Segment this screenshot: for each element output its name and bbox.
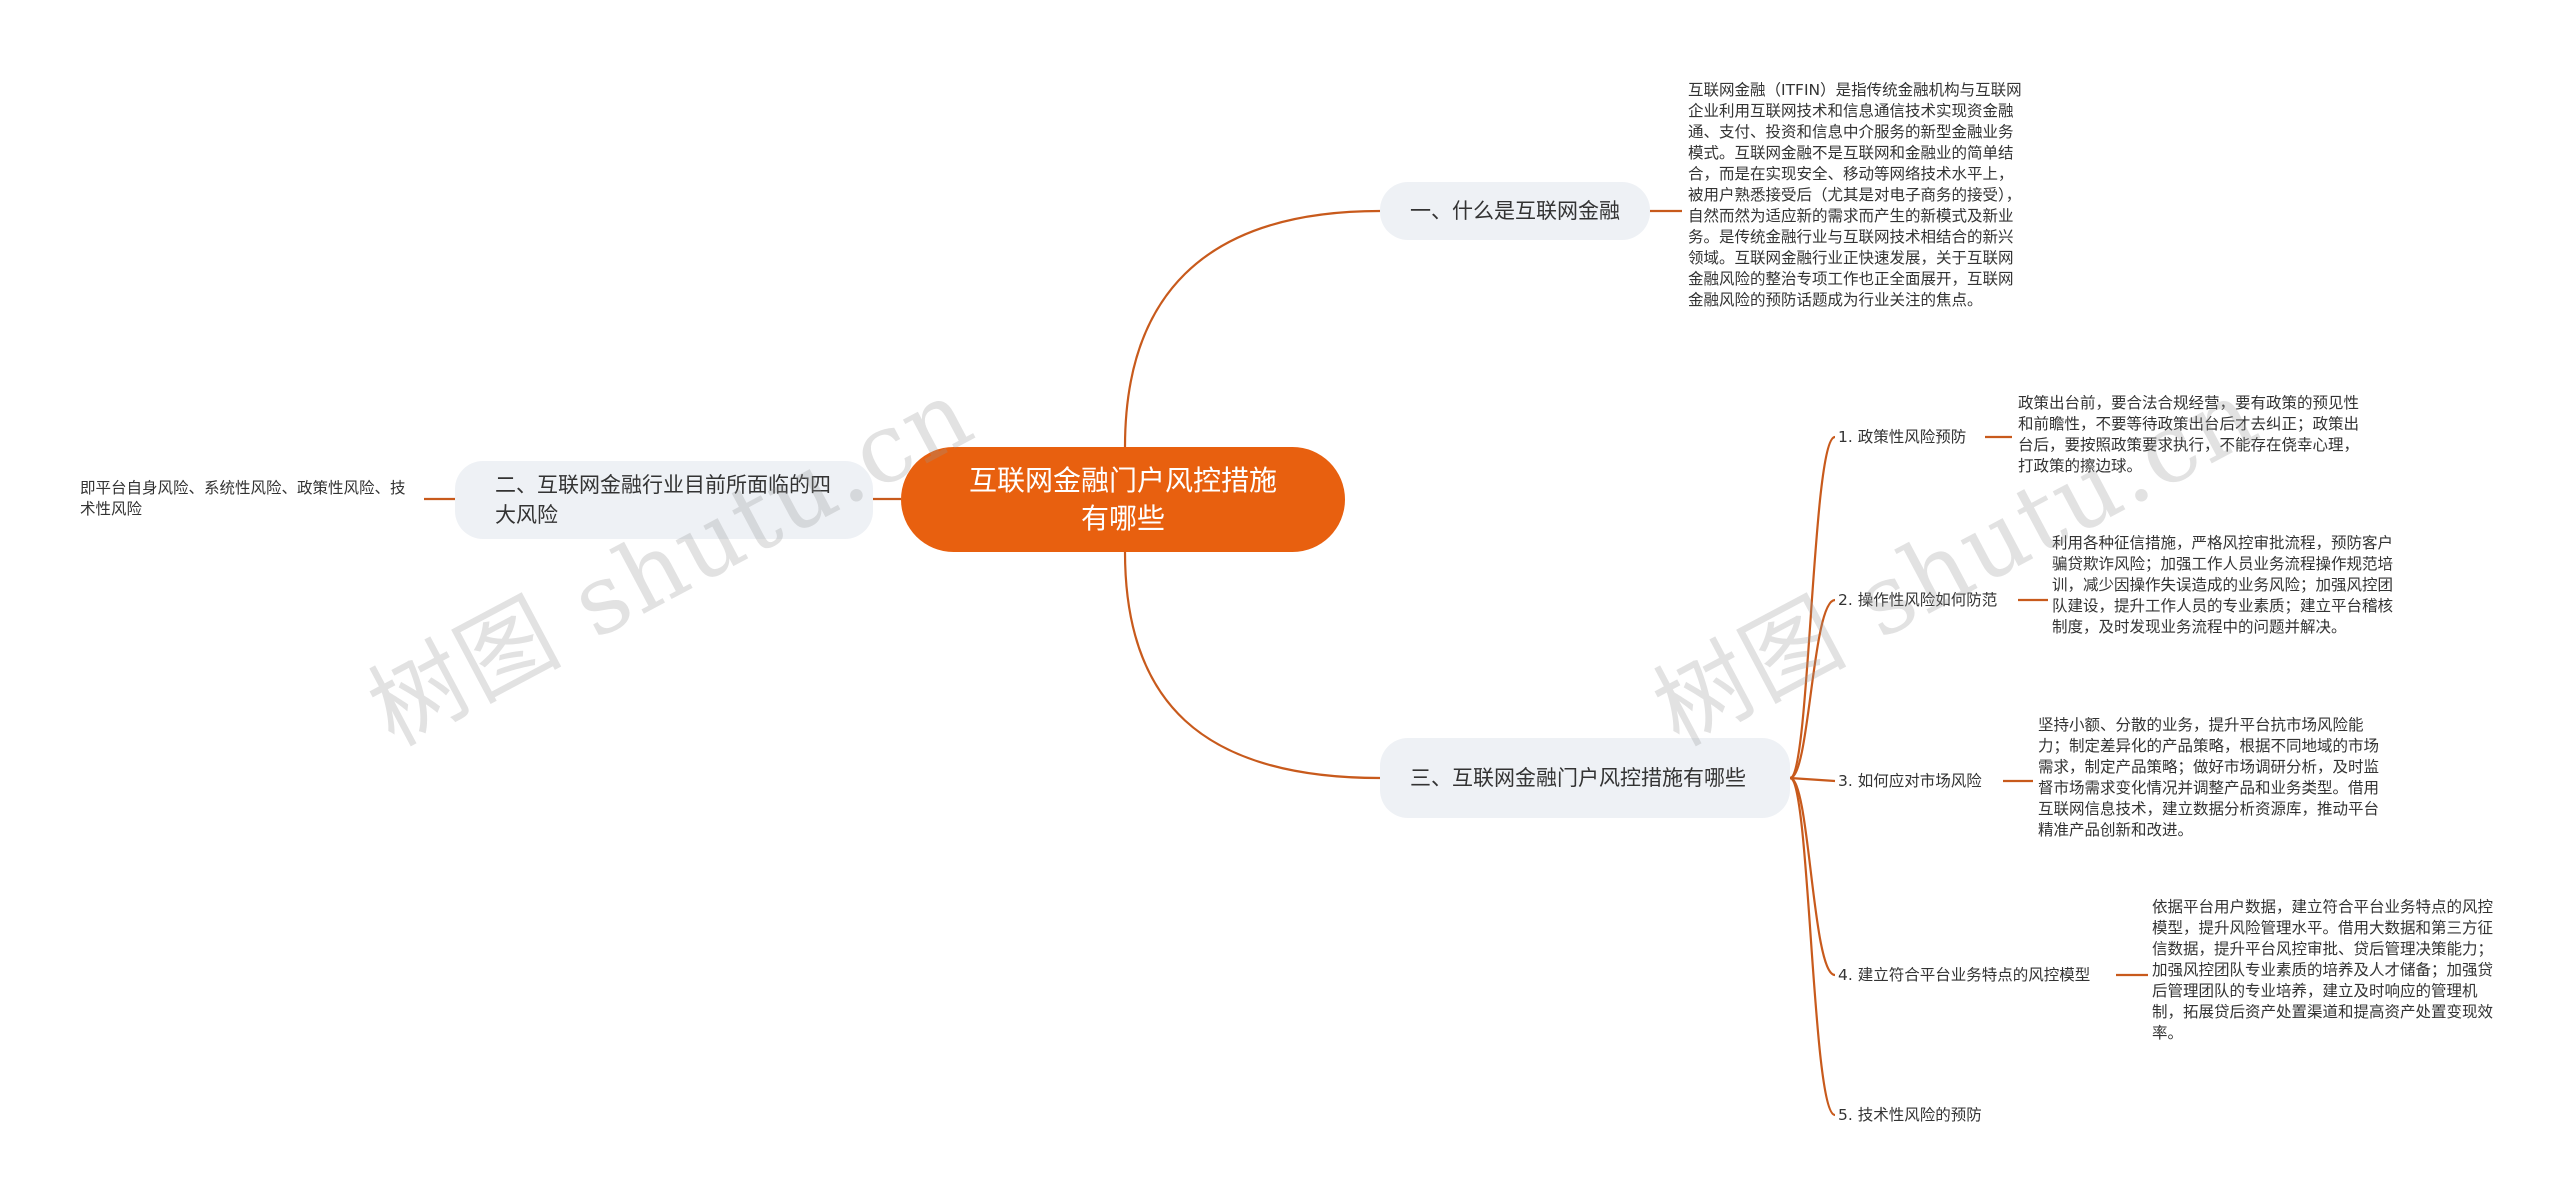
link-b3-c1	[1788, 435, 1836, 780]
branch-four-risks[interactable]: 二、互联网金融行业目前所面临的四大风险	[455, 461, 873, 539]
note-risk-model: 依据平台用户数据，建立符合平台业务特点的风控模型，提升风险管理水平。借用大数据和…	[2152, 898, 2494, 1042]
note-policy-risk: 政策出台前，要合法合规经营，要有政策的预见性和前瞻性，不要等待政策出台后才去纠正…	[2018, 394, 2360, 475]
branch-label: 三、互联网金融门户风控措施有哪些	[1410, 766, 1746, 790]
subtopic-risk-model[interactable]: 4. 建立符合平台业务特点的风控模型	[1838, 966, 2091, 984]
branch-risk-measures[interactable]: 三、互联网金融门户风控措施有哪些	[1380, 738, 1790, 818]
root-topic[interactable]: 互联网金融门户风控措施有哪些	[901, 447, 1345, 552]
subtopic-operational-risk[interactable]: 2. 操作性风险如何防范	[1838, 591, 1998, 609]
note-four-risks: 即平台自身风险、系统性风险、政策性风险、技术性风险	[80, 479, 406, 518]
note-operational-risk: 利用各种征信措施，严格风控审批流程，预防客户骗贷欺诈风险；加强工作人员业务流程操…	[2052, 534, 2394, 636]
subtopic-market-risk[interactable]: 3. 如何应对市场风险	[1838, 772, 1982, 790]
link-b3-c2	[1789, 598, 1836, 780]
note-market-risk: 坚持小额、分散的业务，提升平台抗市场风险能力；制定差异化的产品策略，根据不同地域…	[2038, 716, 2380, 839]
subtopic-tech-risk[interactable]: 5. 技术性风险的预防	[1838, 1106, 1982, 1124]
link-b3-c5	[1788, 776, 1836, 1117]
link-root-b3	[1123, 551, 1381, 780]
branch-label: 二、互联网金融行业目前所面临的四大风险	[495, 473, 831, 527]
link-b3-c3	[1789, 776, 1836, 783]
subtopic-policy-risk[interactable]: 1. 政策性风险预防	[1838, 428, 1967, 446]
link-b3-c4	[1789, 776, 1836, 977]
root-title: 互联网金融门户风控措施有哪些	[968, 463, 1277, 535]
note-what-is-itfin: 互联网金融（ITFIN）是指传统金融机构与互联网企业利用互联网技术和信息通信技术…	[1688, 81, 2022, 309]
branch-what-is-itfin[interactable]: 一、什么是互联网金融	[1380, 182, 1650, 240]
link-root-b1	[1123, 209, 1381, 448]
branch-label: 一、什么是互联网金融	[1410, 199, 1620, 223]
